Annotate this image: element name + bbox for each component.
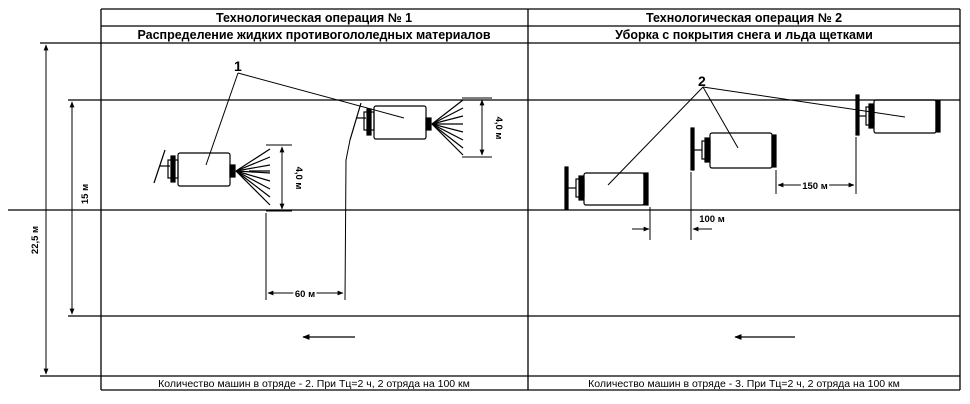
- op2-callout-leaders: [607, 86, 906, 186]
- table-frame: [100, 8, 961, 391]
- op2-gap-long-label: 150 м: [802, 181, 828, 192]
- op2-brush-truck-right: [855, 94, 941, 136]
- op1-callout-leaders: [205, 72, 405, 166]
- op1-spreader-truck-lower: [153, 148, 271, 206]
- op2-gap-short-dimension: [632, 172, 712, 240]
- op1-callout-number: 1: [234, 58, 242, 74]
- op2-gap-long-dimension: [775, 137, 857, 194]
- op1-title: Технологическая операция № 1: [216, 11, 412, 25]
- op1-gap-dimension: [265, 139, 351, 301]
- op2-brush-truck-left: [564, 166, 649, 210]
- op1-spread-width-upper-label: 4,0 м: [493, 117, 504, 140]
- op1-spread-width-lower-label: 4,0 м: [293, 167, 304, 190]
- road-lines: [8, 42, 960, 377]
- op1-subtitle: Распределение жидких противогололедных м…: [137, 28, 490, 42]
- op2-subtitle: Уборка с покрытия снега и льда щетками: [615, 28, 873, 42]
- op1-gap-label: 60 м: [295, 289, 315, 300]
- op2-title: Технологическая операция № 2: [646, 11, 842, 25]
- road-width-label: 22,5 м: [30, 226, 41, 254]
- op1-spread-width-upper: [462, 97, 492, 158]
- op2-footer: Количество машин в отряде - 3. При Тц=2 …: [588, 378, 900, 390]
- lane-width-label: 15 м: [80, 184, 91, 204]
- op2-gap-short-label: 100 м: [699, 214, 725, 225]
- op1-spreader-truck-upper: [349, 99, 464, 156]
- op2-callout-number: 2: [698, 73, 706, 89]
- op1-spread-width-lower: [266, 144, 292, 212]
- op1-footer: Количество машин в отряде - 2. При Тц=2 …: [158, 378, 470, 390]
- op2-brush-truck-middle: [690, 127, 777, 171]
